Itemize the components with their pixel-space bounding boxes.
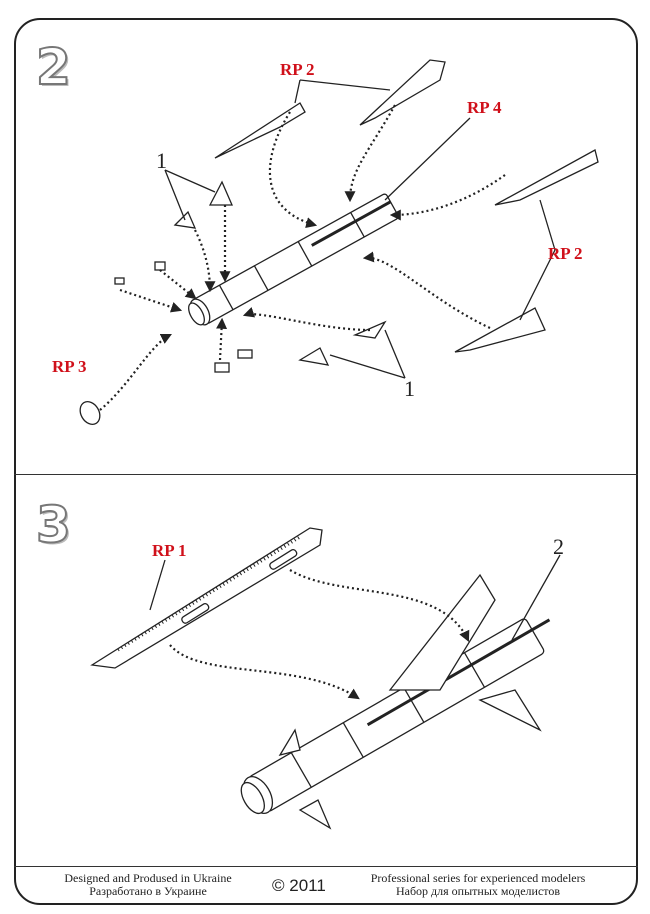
missile-body-step3 — [240, 618, 551, 815]
label-rp3: RP 3 — [52, 357, 87, 376]
footer-divider — [14, 866, 638, 867]
part-rp3 — [79, 401, 101, 425]
rail-rp1 — [90, 527, 323, 669]
step-divider — [14, 474, 638, 475]
label-part1-bottom: 1 — [404, 376, 415, 401]
footer-series: Professional series for experienced mode… — [370, 871, 586, 885]
fin-rp2-d — [454, 307, 546, 353]
label-part2: 2 — [553, 534, 564, 559]
footer-designed-ru: Разработано в Украине — [89, 884, 207, 898]
page-frame — [14, 18, 638, 905]
footer-left: Designed and Prodused in Ukraine Разрабо… — [38, 872, 258, 898]
step-number-2: 2 — [35, 37, 72, 97]
label-rp4: RP 4 — [467, 98, 502, 117]
label-rp1: RP 1 — [152, 541, 187, 560]
step-number-3: 3 — [35, 495, 72, 555]
fin-rp2-a — [214, 102, 306, 159]
footer-series-ru: Набор для опытных моделистов — [395, 884, 561, 898]
label-rp2-top: RP 2 — [280, 60, 315, 79]
footer-right: Professional series for experienced mode… — [338, 872, 618, 898]
label-part1-top: 1 — [156, 148, 167, 173]
label-rp2-right: RP 2 — [548, 244, 583, 263]
missile-body-step2 — [188, 193, 399, 326]
fin-rp2-b — [359, 59, 446, 126]
fin-rp2-c — [494, 149, 599, 206]
footer-copyright: © 2011 — [272, 876, 326, 895]
footer-designed: Designed and Prodused in Ukraine — [64, 871, 232, 885]
